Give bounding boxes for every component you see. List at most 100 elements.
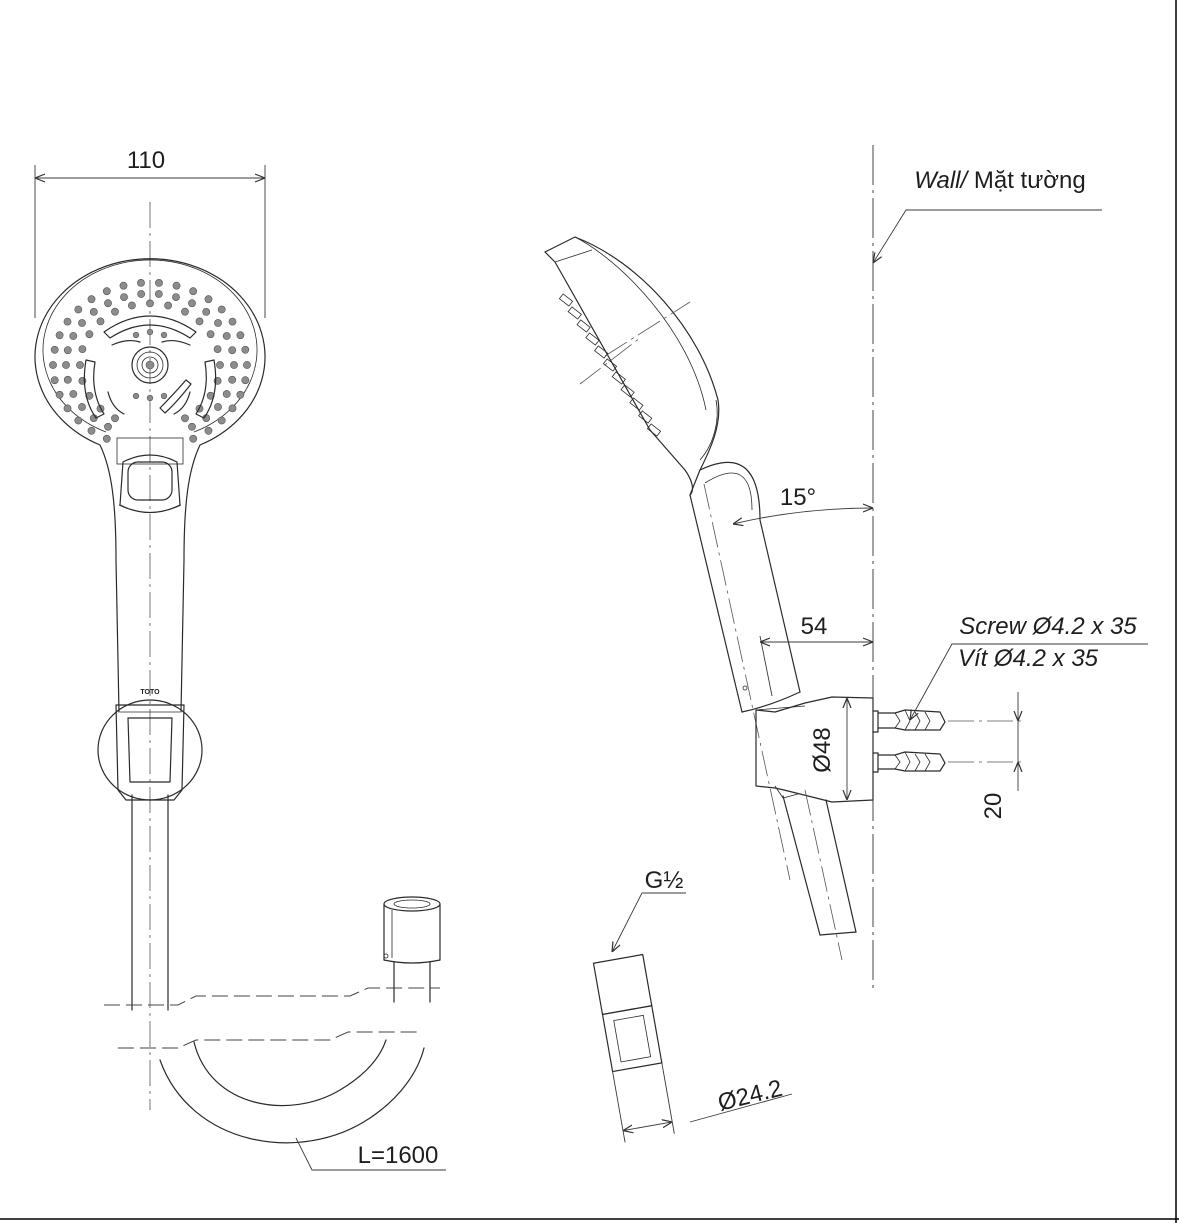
spray-hole [146,299,154,308]
spray-hole [146,394,154,402]
spray-hole [214,319,222,327]
hose-length-label: L=1600 [358,1142,439,1169]
spray-hole [204,295,213,304]
spray-hole [111,307,119,316]
spray-hole [164,301,172,310]
spray-hole [137,290,146,298]
spray-hole [69,390,78,398]
wall-leader: Wall/ Mặt tường [873,167,1102,263]
nut-body [592,953,653,1016]
spray-hole [76,361,84,369]
brand-logo-text: TOTO [140,689,160,696]
spray-hole [189,287,198,296]
spray-nozzles [49,278,251,443]
dia-arrow [623,1122,672,1131]
holder-diameter-label: Ø48 [809,727,836,772]
spray-hole [111,414,119,423]
spray-hole [202,307,211,316]
spray-hole [104,422,112,431]
wall-label: Wall/ Mặt tường [914,167,1085,194]
spacing-dimension: 20 [980,692,1018,819]
spray-hole [228,346,237,355]
side-holder: Ø48 [755,696,874,803]
wall-label-vi: Mặt tường [967,167,1086,194]
spray-hole [181,307,189,316]
spray-hole [104,299,112,308]
spray-hole [63,404,72,413]
front-hose [104,794,440,1144]
spray-hole [216,361,224,369]
spray-hole [241,345,250,354]
spray-hole [85,330,94,339]
screw-leader: Screw Ø4.2 x 35 Vít Ø4.2 x 35 [910,613,1148,720]
connector-detail: G½ Ø24.2 [592,867,793,1143]
side-nozzle [638,410,653,424]
side-view: Wall/ Mặt tường 15° [544,145,1148,990]
spray-hole [55,331,64,340]
spray-hole [236,331,245,340]
front-view: 110 [34,147,446,1171]
side-nozzle [611,371,626,385]
spray-hole [87,295,96,304]
spray-hole [188,299,196,308]
spray-hole [137,278,145,287]
spray-hole [96,317,105,326]
spray-hole [243,361,251,369]
spray-hole [50,345,59,354]
spray-hole [217,305,226,314]
spray-hole [160,331,168,339]
hose-length-leader: L=1600 [295,1137,446,1171]
spray-hole [172,293,180,301]
spray-hole [102,434,111,443]
wall-label-en: Wall/ [914,167,969,194]
spray-hole [236,390,245,399]
wall-screws [872,709,1026,773]
spray-hole [132,392,140,400]
side-nozzle [620,384,635,398]
spray-hole [154,290,163,298]
spray-hole [63,346,72,355]
offset-dimension: 54 [759,613,873,697]
spray-hole [63,317,72,326]
spray-hole [78,319,86,327]
mode-button [116,437,184,514]
hose-nut-front [383,896,441,964]
spray-hole [55,390,64,399]
dia-ext-left [612,1071,626,1143]
side-nozzle [602,358,618,372]
spray-hole [188,422,196,431]
spray-hole [74,416,83,425]
spacing-label: 20 [980,793,1007,820]
side-nozzle [567,306,582,320]
side-nozzle [576,319,591,333]
spray-hole [89,307,98,316]
front-holder [97,699,203,801]
spray-hole [228,317,237,326]
nut-dia-leader [689,1093,793,1123]
spray-hole [119,281,128,290]
angle-dimension: 15° [733,484,873,524]
nut-diameter-label: Ø24.2 [715,1075,785,1117]
spray-hole [146,328,154,336]
spray-hole [228,375,237,384]
spray-hole [132,331,140,339]
spray-hole [189,434,198,443]
width-dimension: 110 [34,147,266,318]
center-nozzle [131,346,169,384]
spray-slots [83,315,217,419]
thread-label: G½ [645,867,684,894]
side-nozzle [629,397,644,411]
spray-hole [241,376,250,385]
screw-label-en: Screw Ø4.2 x 35 [959,613,1137,640]
spray-hole [78,403,86,411]
angle-label: 15° [780,484,816,511]
spray-hole [63,375,72,384]
spray-hole [228,404,237,413]
spray-hole [50,376,59,385]
spray-hole [69,332,78,340]
spray-hole [181,414,189,423]
side-nozzle [646,423,662,437]
spray-hole [222,390,231,398]
spray-hole [222,332,231,340]
spray-hole [74,305,83,314]
